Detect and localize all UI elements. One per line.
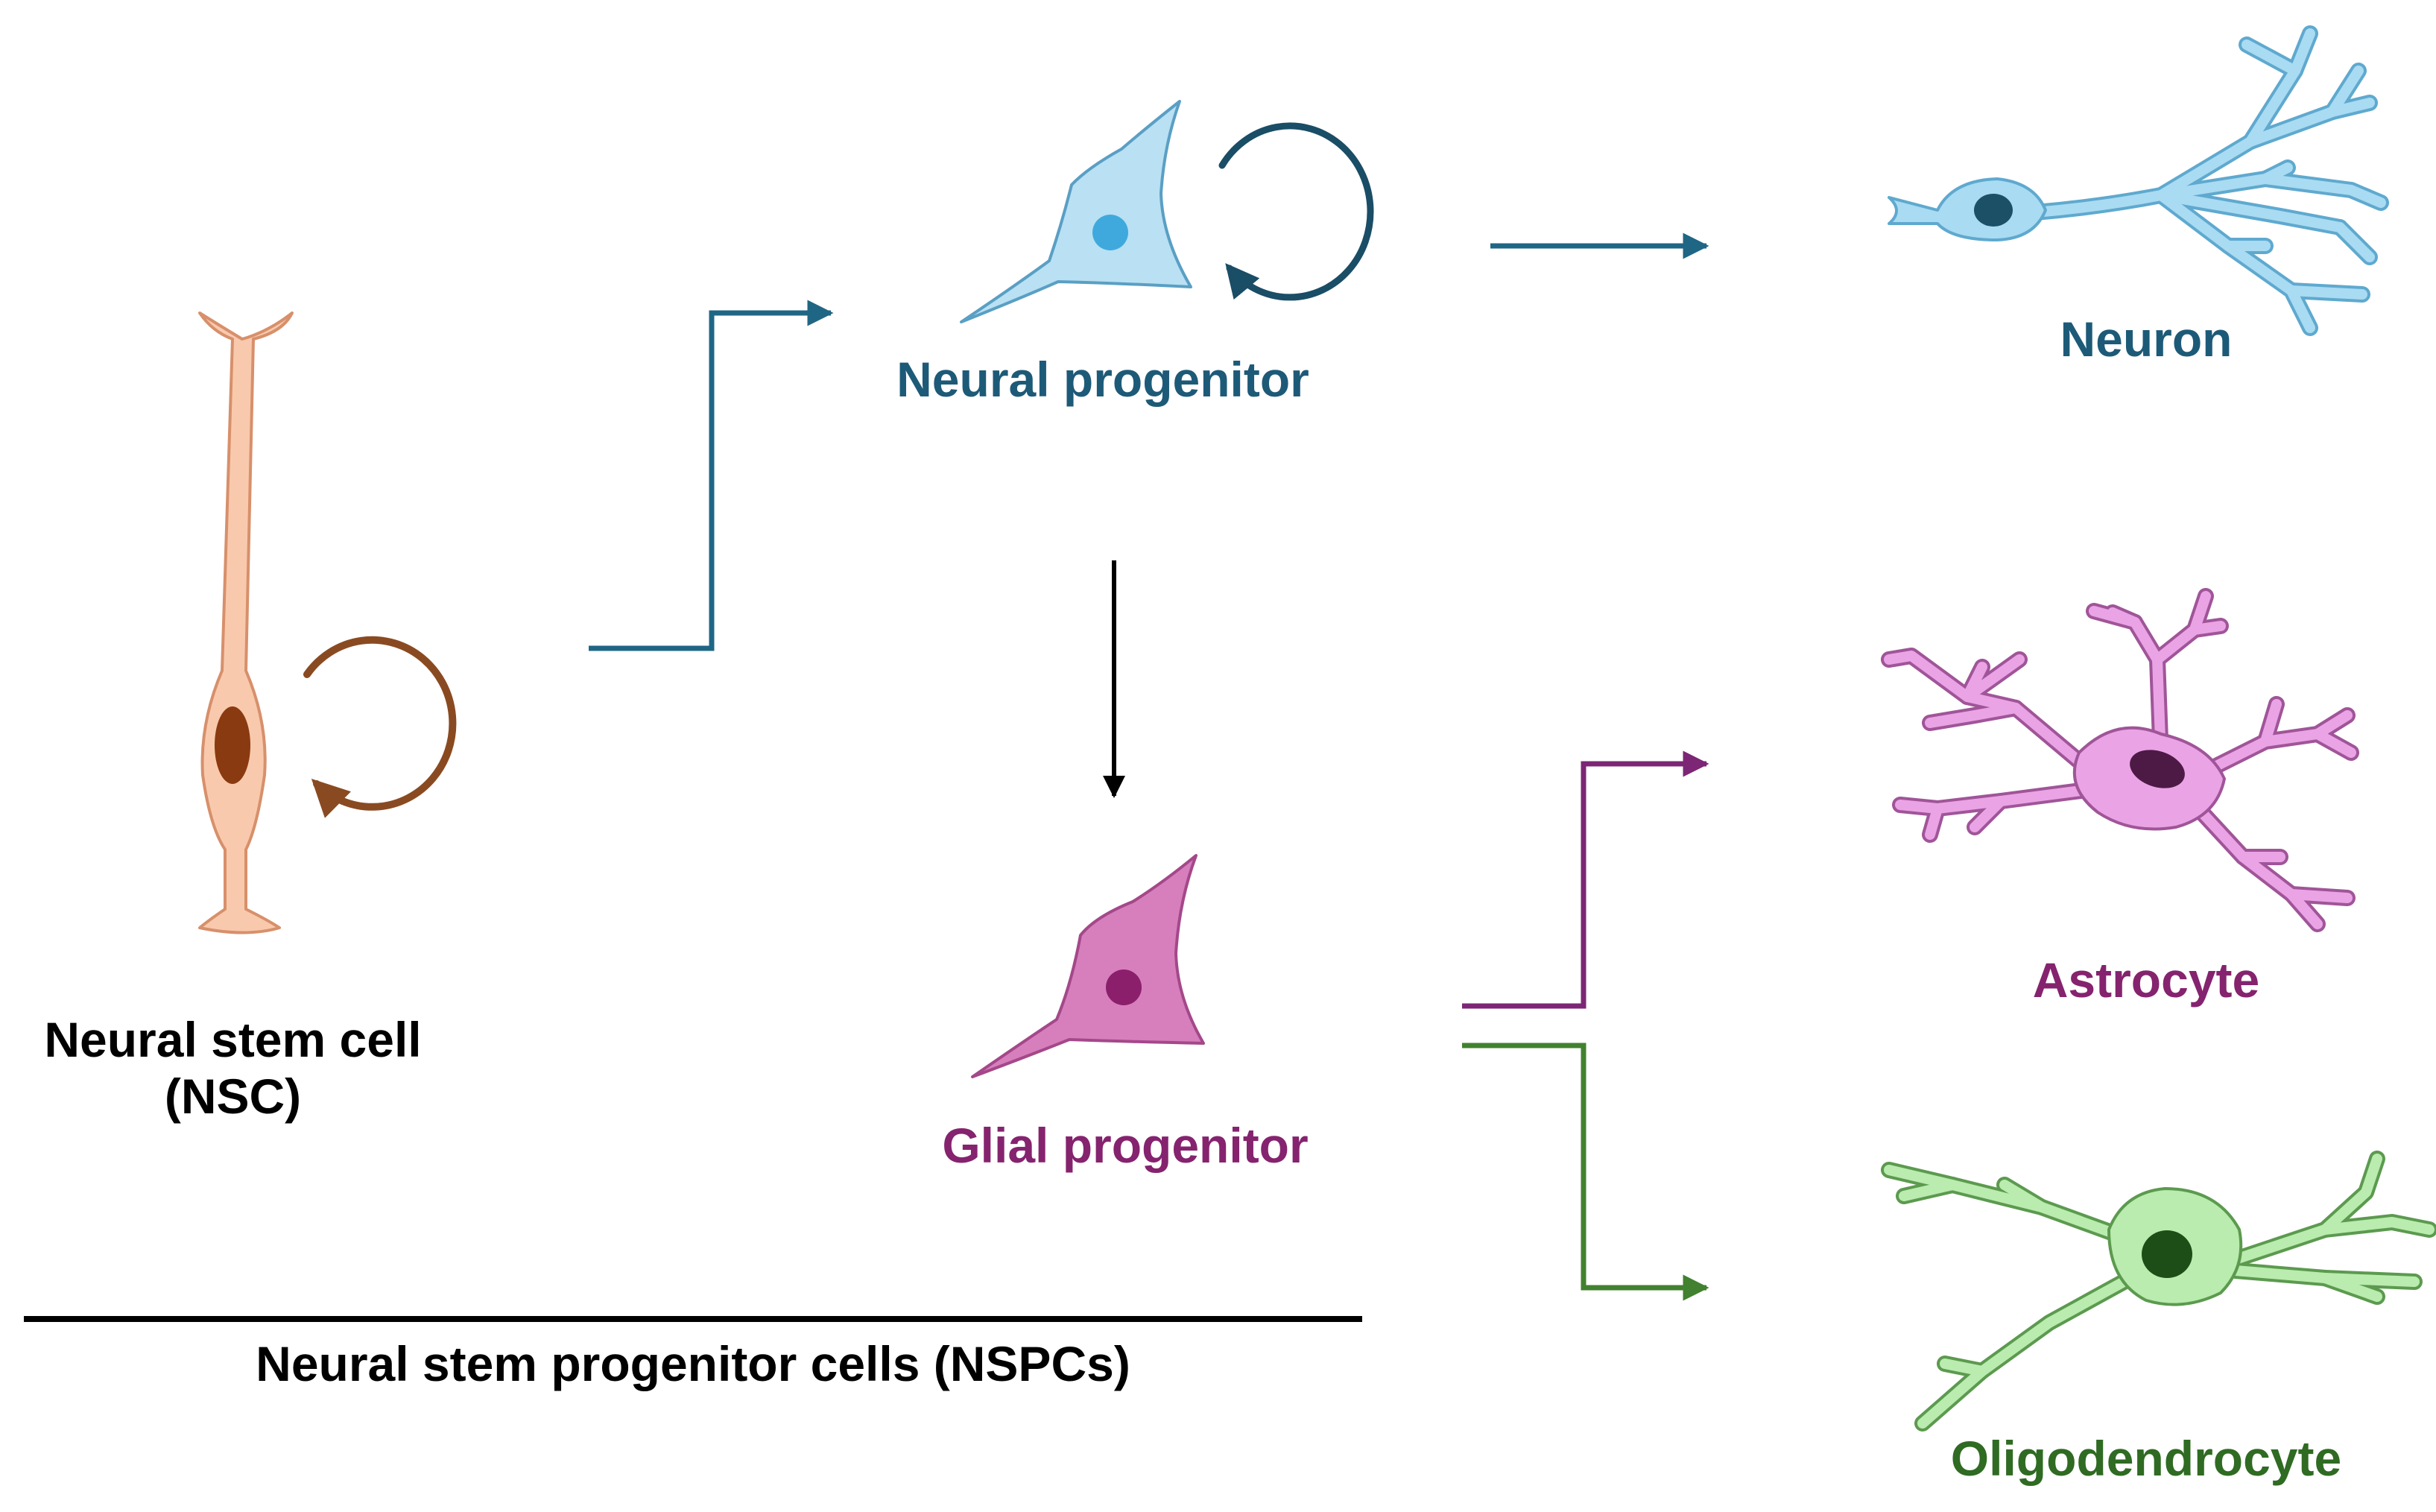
nsc-nucleus [215, 706, 250, 784]
nspc-caption: Neural stem progenitor cells (NSPCs) [256, 1336, 1130, 1391]
neuron-nucleus [1974, 194, 2013, 227]
astrocyte-illustration [1881, 588, 2359, 932]
neural-progenitor-nucleus [1092, 215, 1128, 250]
neuron-label: Neuron [2060, 311, 2233, 367]
nsc-self-renewal-loop [303, 636, 457, 818]
arrow-glial-progenitor-to-astrocyte [1462, 750, 1709, 1009]
oligodendrocyte-illustration [1881, 1151, 2436, 1432]
neural-progenitor-self-renewal-loop [1218, 122, 1374, 301]
nsc-label-line2: (NSC) [164, 1068, 302, 1124]
nsc-label-line1: Neural stem cell [44, 1012, 422, 1067]
neuron-illustration [1888, 25, 2389, 336]
oligodendrocyte-nucleus [2142, 1230, 2192, 1278]
neuron-soma [1888, 177, 2047, 241]
glial-progenitor-nucleus [1106, 969, 1142, 1005]
oligodendrocyte-label: Oligodendrocyte [1950, 1431, 2342, 1486]
nsc-body [198, 311, 294, 934]
neural-progenitor-body [960, 100, 1192, 323]
astrocyte-label: Astrocyte [2032, 952, 2260, 1008]
arrow-glial-progenitor-to-oligodendrocyte [1462, 1043, 1709, 1301]
astrocyte-nucleus [2130, 750, 2185, 788]
neural-stem-cell-illustration [198, 311, 457, 934]
neural-progenitor-label: Neural progenitor [896, 352, 1309, 407]
neural-progenitor-illustration [960, 100, 1374, 323]
glial-progenitor-label: Glial progenitor [942, 1118, 1309, 1173]
arrow-nsc-to-neural-progenitor [589, 300, 834, 651]
glial-progenitor-body [971, 854, 1205, 1078]
glial-progenitor-illustration [971, 854, 1205, 1078]
nsc-label: Neural stem cell (NSC) [0, 1012, 466, 1125]
